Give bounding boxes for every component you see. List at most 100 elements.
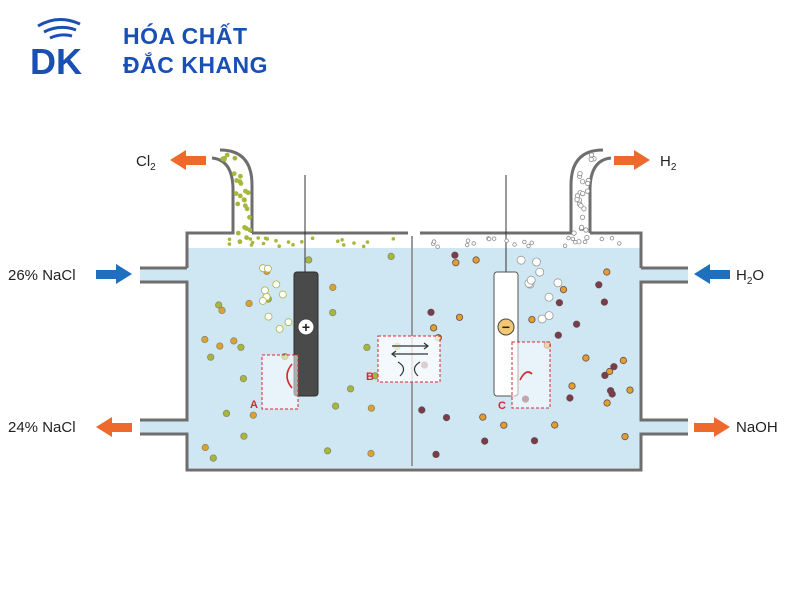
nacl-out-label: 24% NaCl [8,419,76,436]
hydrogen-bubble [582,239,588,245]
gas-bubble-icon [258,296,267,305]
hydrogen-bubble [577,171,583,177]
chlorine-bubble [244,235,250,241]
cl2-label: Cl2 [136,153,156,173]
ion-particle [626,386,634,394]
ion-particle [367,449,375,458]
hydrogen-bubble [583,227,589,233]
gas-bubble-icon [284,318,293,327]
h2-outflow-arrow-icon [614,150,650,170]
dk-logo-icon: DK [30,18,82,78]
chlorine-bubble [365,240,370,244]
hydrogen-bubble [512,242,517,247]
ion-particle [216,342,224,350]
chlorine-bubble [249,243,254,247]
ion-particle [429,324,438,332]
ion-particle [427,308,435,316]
chlorine-bubble [361,244,366,249]
hydrogen-bubble [435,244,440,249]
chlorine-bubble [238,181,244,186]
ion-particle [237,343,245,351]
zone-a-label: A [250,399,258,411]
ion-particle [240,432,248,440]
hydrogen-bubble [570,236,576,242]
ion-particle [603,399,611,407]
gas-bubble-icon [532,257,541,267]
brand-name-line1: HÓA CHẤT [123,23,248,49]
ion-particle [329,308,337,317]
ion-particle [554,331,562,339]
hydrogen-bubble [431,239,437,244]
hydrogen-bubble [504,238,509,243]
anode-sign-badge [297,318,315,336]
ion-particle [608,390,616,398]
ion-particle [610,363,618,371]
ion-particle [363,343,371,351]
hydrogen-bubble [562,243,568,248]
gas-bubble-icon [526,275,536,285]
chlorine-bubble [352,241,356,245]
hydrogen-bubble [486,236,492,242]
ion-particle [500,421,508,429]
logo-letters: DK [30,41,82,78]
hydrogen-bubble [578,203,584,209]
chlorine-bubble [238,173,243,179]
ion-particle [582,354,590,362]
chlorine-bubble [221,157,227,162]
chlorine-bubble [241,197,247,203]
hydrogen-bubble [465,242,470,248]
cl2-outflow-arrow-icon [170,150,206,170]
chlorine-bubble [232,155,238,161]
zone-c-arrow [519,371,533,381]
brand-logo: DK HÓA CHẤT ĐẮC KHANG [28,12,288,82]
nacl-outflow-arrow-icon [96,417,132,437]
ion-particle [472,256,480,264]
naoh-outflow-arrow-icon [694,417,730,437]
hydrogen-bubble [465,238,471,243]
outlet-pipe-right-fill [641,420,688,434]
hydrogen-bubble [578,224,585,230]
naoh-label: NaOH [736,419,778,436]
ion-particle [551,421,559,429]
ion-particle [451,251,459,259]
ion-particle [600,298,609,306]
hydrogen-bubble [580,191,586,197]
chlorine-bubble [340,238,344,242]
gas-bubble-icon [553,278,563,288]
ion-particle [222,409,231,417]
ion-particle [305,256,313,264]
gas-bubble-icon [544,292,554,302]
ion-particle [452,259,460,267]
ion-particle [603,268,611,276]
hydrogen-bubble [588,156,594,162]
chlorine-bubble [274,238,278,243]
ion-particle [245,299,253,308]
ion-particle [218,306,226,314]
hydrogen-bubble [526,243,531,249]
zone-c-box [511,341,551,409]
chlorine-bubble [231,171,237,177]
inlet-pipe-left-fill [140,268,187,282]
hydrogen-bubble [574,197,580,203]
chlorine-bubble [341,243,346,247]
chlorine-bubble [286,240,291,244]
ion-particle [249,411,257,419]
chlorine-bubble [227,237,232,242]
chlorine-bubble [391,237,396,241]
hydrogen-bubble [566,235,571,241]
gas-bubble-icon [275,324,284,333]
gas-bubble-icon [260,286,269,295]
chlorine-bubble [242,225,248,230]
chlorine-bubble [277,244,282,248]
h2o-inflow-arrow-icon [694,264,730,284]
chlorine-bubble [336,239,340,243]
ion-particle [323,447,332,455]
ion-particle [346,385,355,393]
ion-particle [418,406,426,414]
gas-bubble-icon [544,311,554,321]
inlet-pipe-right-fill [641,268,688,282]
brand-name-line2: ĐẮC KHANG [123,52,269,78]
ion-particle [230,337,238,345]
ion-particle [239,374,247,383]
